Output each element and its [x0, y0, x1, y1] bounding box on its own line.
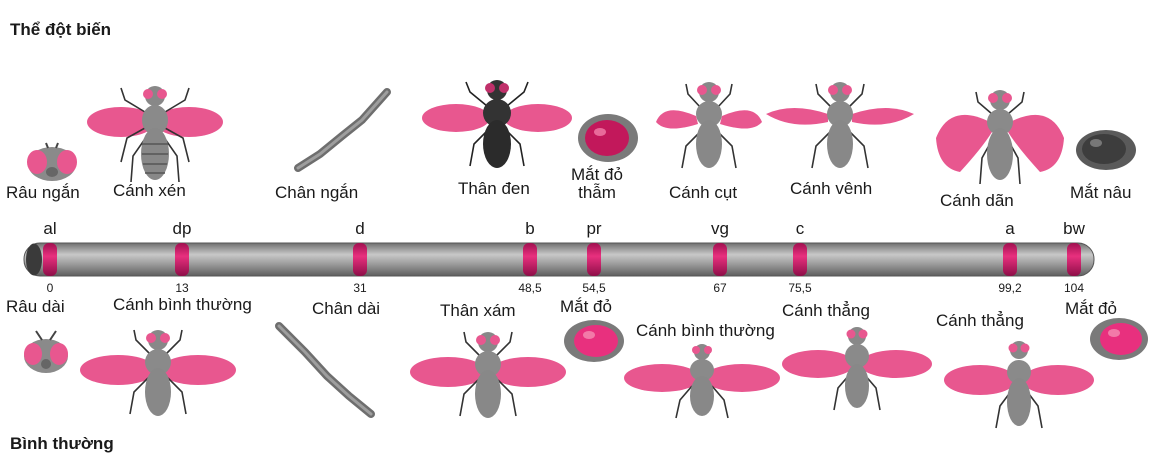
gene-label-al: al: [43, 219, 56, 238]
normal-wing-fly-2-icon: [624, 344, 780, 420]
gene-label-vg: vg: [711, 219, 729, 238]
red-eye-icon: [562, 318, 626, 364]
locus-band-vg: [713, 243, 727, 276]
locus-band-bw: [1067, 243, 1081, 276]
gene-label-c: c: [796, 219, 805, 238]
locus-position-d: 31: [353, 281, 367, 295]
locus-position-bw: 104: [1064, 281, 1084, 295]
red-eye-2-icon: [1088, 316, 1150, 362]
normal-label-straight-wing: Cánh thẳng: [782, 302, 870, 320]
locus-band-c: [793, 243, 807, 276]
locus-position-a: 99,2: [998, 281, 1022, 295]
locus-band-d: [353, 243, 367, 276]
long-antenna-head-icon: [20, 330, 72, 376]
normal-label-normal-wing-2: Cánh bình thường: [636, 322, 775, 340]
locus-position-c: 75,5: [788, 281, 812, 295]
normal-wing-fly-icon: [80, 326, 236, 418]
locus-band-al: [43, 243, 57, 276]
locus-position-b: 48,5: [518, 281, 542, 295]
straight-wing-fly-icon: [782, 326, 932, 414]
locus-position-vg: 67: [713, 281, 727, 295]
normal-label-long-antenna: Râu dài: [6, 298, 65, 316]
normal-label-gray-body: Thân xám: [440, 302, 516, 320]
normal-label-red-eye: Mắt đỏ: [560, 298, 612, 316]
locus-band-b: [523, 243, 537, 276]
gene-label-pr: pr: [586, 219, 601, 238]
straight-wing-fly-2-icon: [944, 340, 1094, 432]
gene-label-b: b: [525, 219, 534, 238]
gene-label-a: a: [1005, 219, 1015, 238]
locus-position-pr: 54,5: [582, 281, 606, 295]
gene-label-bw: bw: [1063, 219, 1085, 238]
gene-label-d: d: [355, 219, 364, 238]
chromosome-left-cap: [26, 244, 42, 276]
normal-label-long-leg: Chân dài: [312, 300, 380, 318]
normal-label-straight-wing-2: Cánh thẳng: [936, 312, 1024, 330]
locus-band-a: [1003, 243, 1017, 276]
normal-label-normal-wing: Cánh bình thường: [113, 296, 252, 314]
locus-position-al: 0: [47, 281, 54, 295]
locus-position-dp: 13: [175, 281, 189, 295]
long-leg-icon: [275, 322, 375, 418]
gray-body-fly-icon: [410, 330, 566, 420]
locus-band-pr: [587, 243, 601, 276]
gene-label-dp: dp: [173, 219, 192, 238]
locus-band-dp: [175, 243, 189, 276]
